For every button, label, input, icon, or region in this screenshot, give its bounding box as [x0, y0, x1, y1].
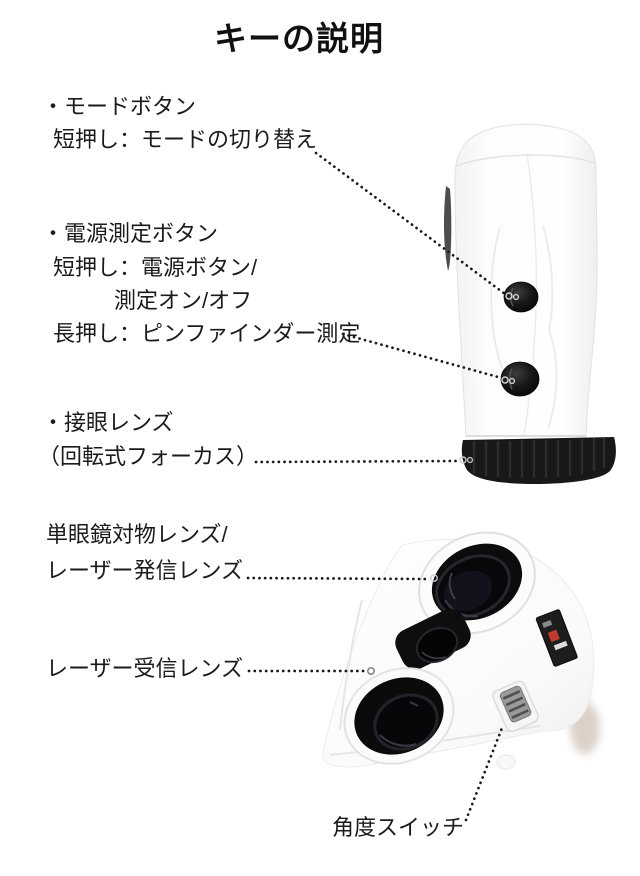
- label-mode-button-shortpress: 短押し：モードの切り替え: [53, 127, 318, 152]
- mode-button: [503, 281, 539, 313]
- label-power-button-shortpress-cont: 測定オン/オフ: [114, 288, 253, 313]
- leader-line-eyepiece: [254, 459, 459, 464]
- label-receiver-lens: レーザー受信レンズ: [46, 656, 244, 681]
- power-measure-button: [500, 361, 540, 397]
- leader-lines: [246, 151, 507, 822]
- label-angle-switch: 角度スイッチ: [332, 815, 465, 840]
- leader-line-end-markers: [367, 292, 520, 675]
- label-sticker: [535, 609, 578, 667]
- leader-line-objective-lens: [246, 576, 430, 581]
- eyepiece-ring: [461, 437, 616, 484]
- leader-line-power-button: [341, 332, 500, 379]
- rangefinder-front-photo: [322, 531, 600, 770]
- angle-switch: [492, 680, 539, 770]
- rangefinder-side-photo: [443, 123, 616, 484]
- label-objective-lens-line2: レーザー発信レンズ: [46, 558, 244, 583]
- leader-line-angle-switch: [464, 726, 504, 822]
- receiver-lens: [343, 667, 455, 765]
- leader-line-mode-button: [314, 151, 507, 296]
- label-objective-lens-line1: 単眼鏡対物レンズ/: [46, 522, 228, 547]
- label-power-button-shortpress: 短押し：電源ボタン/: [53, 255, 258, 280]
- label-power-button-longpress: 長押し：ピンファインダー測定: [53, 321, 361, 346]
- page-title: キーの説明: [214, 20, 384, 57]
- label-mode-button-heading: ・モードボタン: [42, 94, 197, 119]
- label-power-button-heading: ・電源測定ボタン: [42, 221, 219, 246]
- label-eyepiece-note: （回転式フォーカス）: [38, 444, 259, 469]
- top-seam-line: [455, 154, 596, 167]
- device-body: [454, 123, 598, 437]
- objective-lens: [418, 531, 536, 635]
- grip-contour: [490, 224, 558, 429]
- side-dark-sliver: [443, 186, 452, 271]
- middle-lens: [395, 608, 471, 670]
- label-eyepiece-heading: ・接眼レンズ: [42, 410, 174, 435]
